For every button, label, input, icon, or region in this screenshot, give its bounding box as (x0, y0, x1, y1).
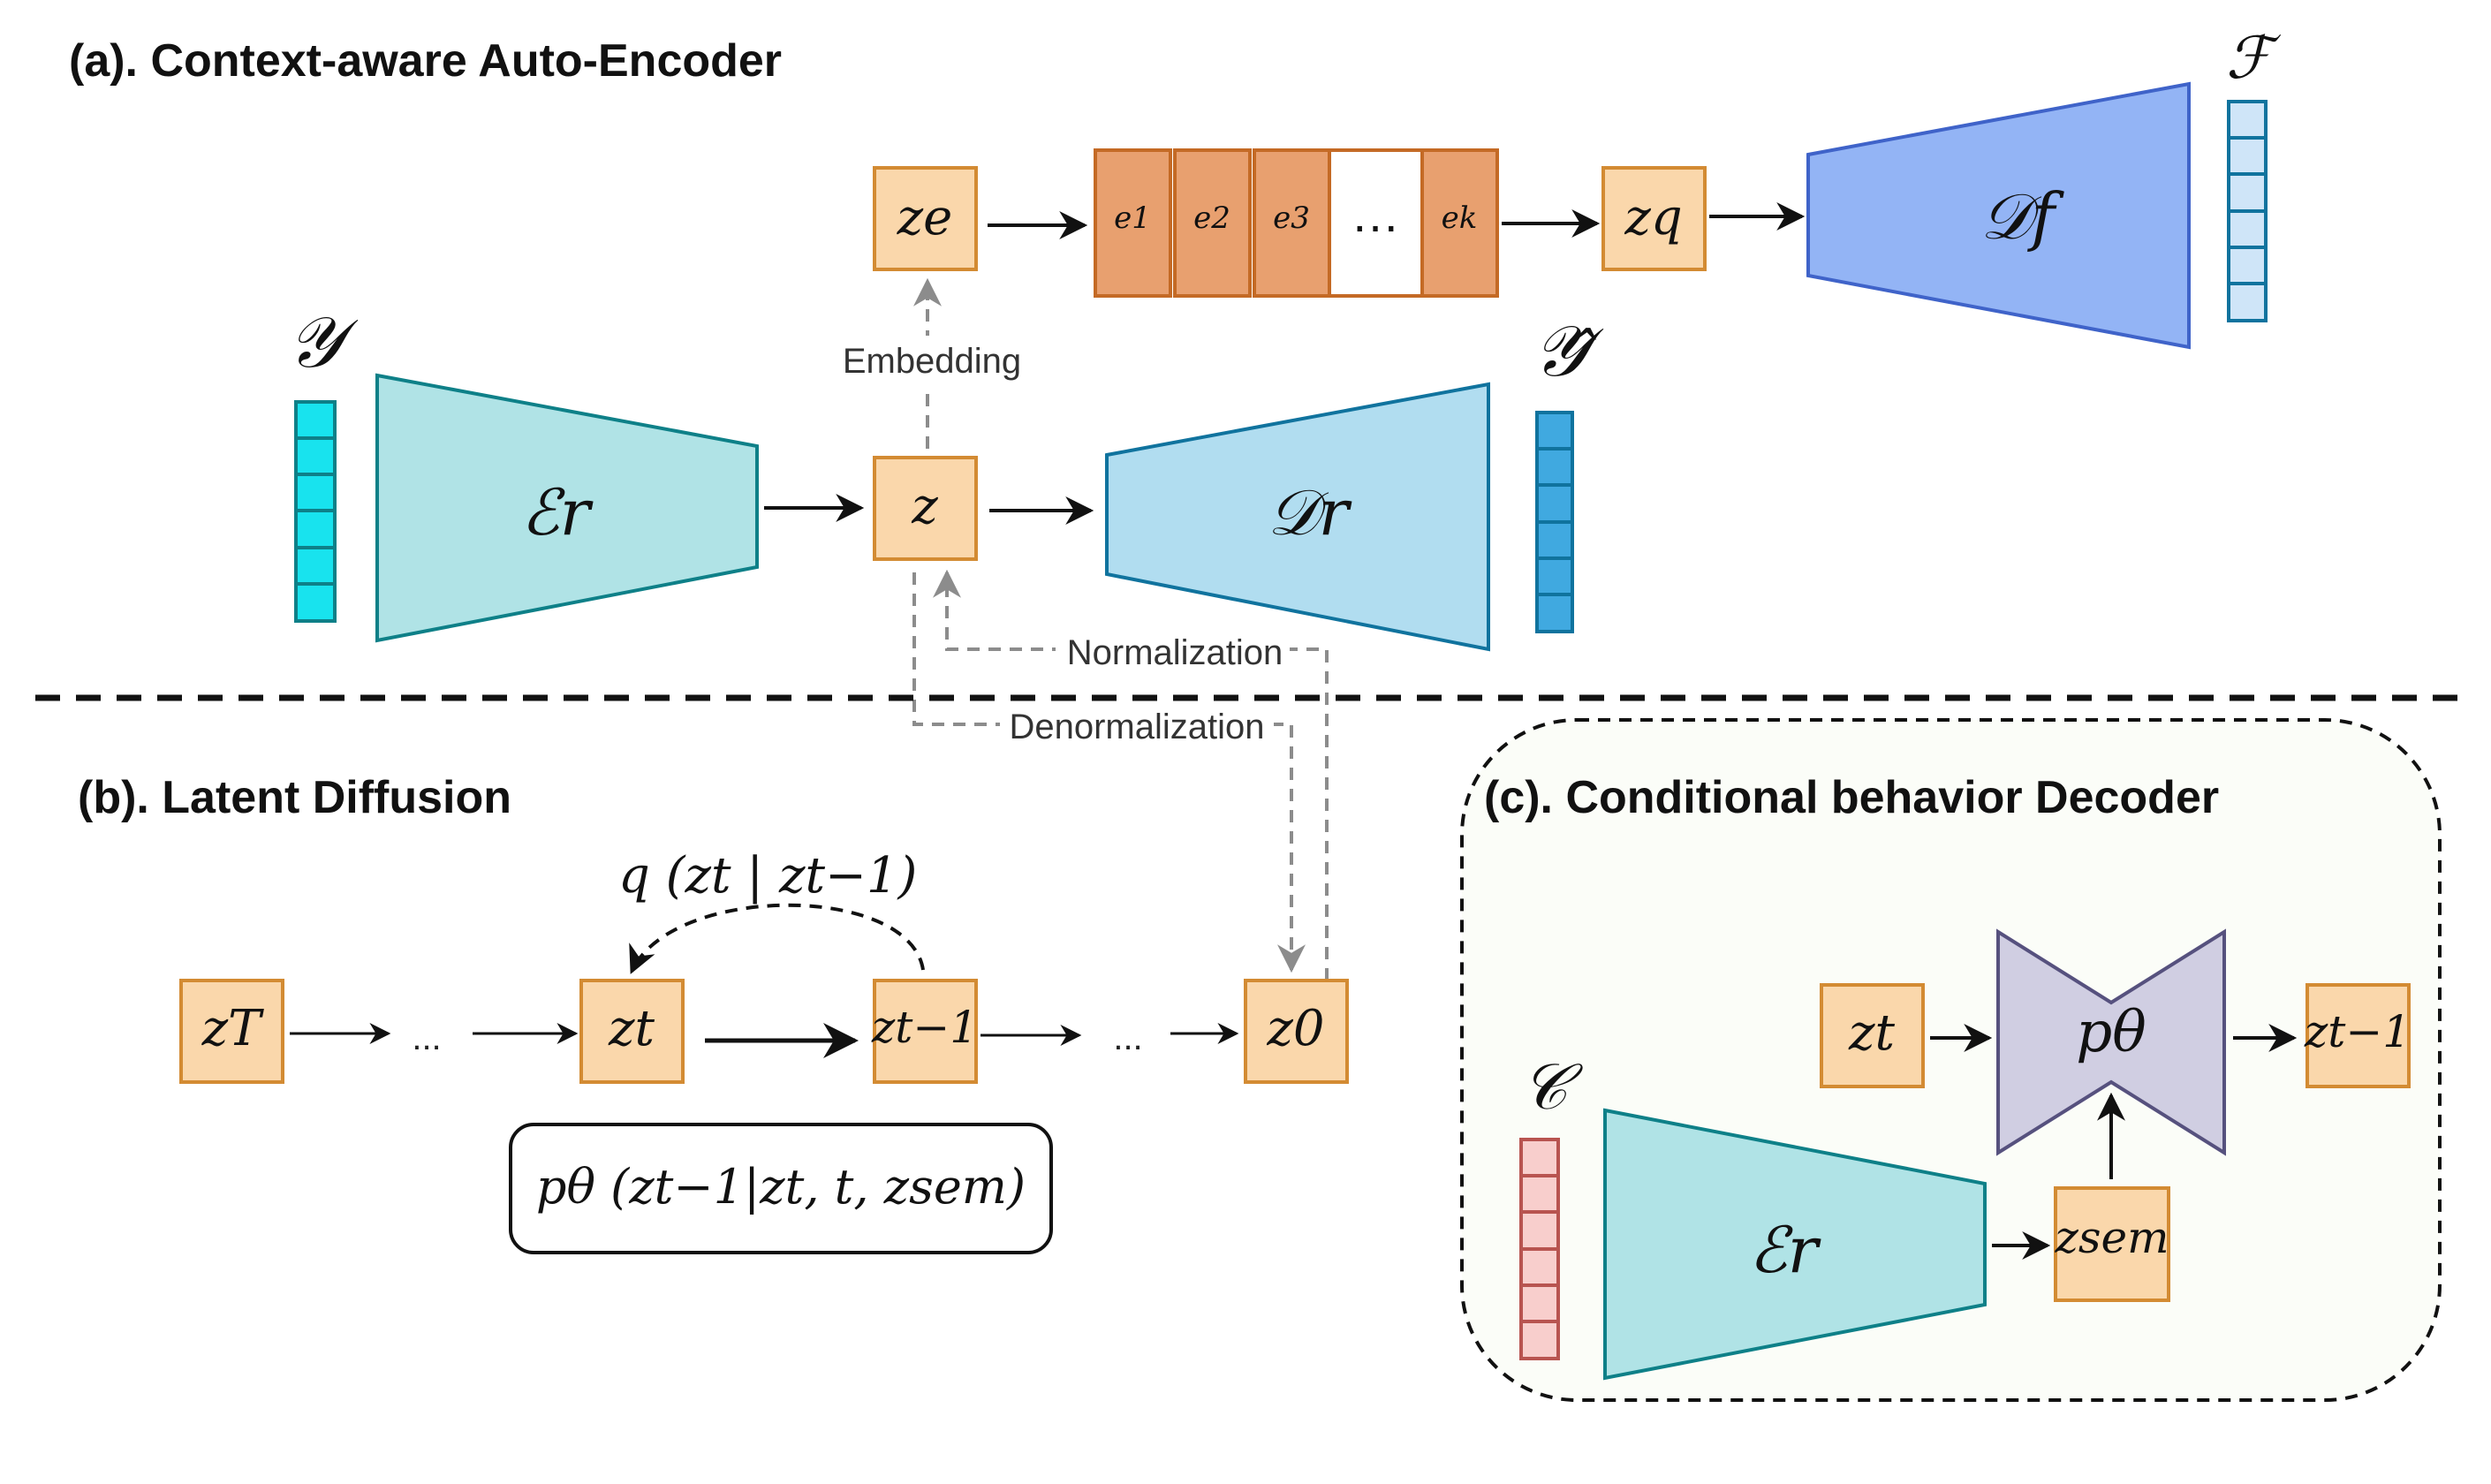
embedding-label: Embedding (843, 342, 1021, 381)
node-ze (873, 166, 978, 271)
formula-p-box (509, 1123, 1053, 1254)
decoder-f-label: 𝒟f (1980, 179, 2064, 254)
node-zT (179, 979, 284, 1084)
node-zt-1 (873, 979, 978, 1084)
node-c-zt-1 (2306, 983, 2411, 1088)
input-vector-y (294, 400, 337, 623)
formula-p: pθ (zt−1|zt, t, zsem) (536, 1159, 1026, 1215)
symbol-y: 𝒴 (287, 301, 359, 383)
p-theta-label: pθ (2076, 1000, 2146, 1065)
condition-encoder-label: ℰr (1749, 1213, 1821, 1287)
node-z-label: z (911, 478, 938, 535)
node-z0-label: z0 (1266, 1000, 1324, 1057)
node-ze-label: ze (897, 189, 953, 246)
codebook-cell (1253, 148, 1331, 298)
condition-vector-c (1519, 1138, 1560, 1360)
formula-q: q (zt | zt−1) (618, 847, 917, 905)
p-theta-network (1996, 928, 2226, 1156)
embedding-label-bg (826, 336, 1038, 385)
decoder-r-label: 𝒟r (1268, 475, 1352, 549)
codebook-cell (1420, 148, 1499, 298)
encoder-block (375, 373, 759, 643)
decoder-r-block (1105, 382, 1490, 652)
condition-encoder-block (1603, 1108, 1987, 1381)
codebook-cell-label: e3 (1273, 201, 1310, 236)
codebook-cell-label: e2 (1193, 201, 1230, 236)
node-zT-label: zT (201, 1000, 265, 1057)
node-c-zt-1-label: zt−1 (2304, 1006, 2411, 1057)
encoder-label: ℰr (521, 475, 594, 549)
node-zsem (2054, 1186, 2170, 1302)
symbol-f: ℱ (2226, 24, 2282, 92)
output-vector-y-hat (1535, 411, 1574, 633)
codebook-cell-label: e1 (1114, 201, 1151, 236)
codebook-cell-label: … (1351, 186, 1400, 242)
node-zt (579, 979, 685, 1084)
section-title-c: (c). Conditional behavior Decoder (1484, 772, 2219, 823)
node-zq (1601, 166, 1707, 271)
node-zq-label: zq (1624, 189, 1682, 246)
node-zt-label: zt (608, 1000, 655, 1057)
section-title-b: (b). Latent Diffusion (78, 772, 511, 823)
ellipsis-left: ... (412, 1018, 441, 1057)
denormalization-label-bg (1000, 703, 1274, 747)
node-c-zt-label: zt (1848, 1004, 1896, 1062)
node-z0 (1244, 979, 1349, 1084)
denormalization-label: Denormalization (1009, 708, 1264, 746)
normalization-label-bg (1056, 629, 1290, 673)
codebook-cell (1328, 148, 1424, 298)
symbol-y-hat: 𝒴̂ (1533, 310, 1604, 392)
arrow-forward-noising (629, 903, 925, 974)
node-zt-1-label: zt−1 (871, 1002, 978, 1053)
ellipsis-right: ... (1113, 1018, 1142, 1057)
codebook-cell-label: ek (1442, 201, 1478, 236)
section-title-a: (a). Context-aware Auto-Encoder (69, 35, 782, 87)
output-vector-f (2227, 100, 2268, 322)
normalization-label: Normalization (1067, 633, 1283, 672)
codebook-cell (1173, 148, 1252, 298)
decoder-f-block (1806, 81, 2191, 350)
node-c-zt (1820, 983, 1925, 1088)
node-zsem-label: zsem (2054, 1212, 2169, 1263)
codebook: e1 e2 e3 … ek (1094, 148, 1499, 298)
codebook-cell (1094, 148, 1172, 298)
node-z (873, 456, 978, 561)
